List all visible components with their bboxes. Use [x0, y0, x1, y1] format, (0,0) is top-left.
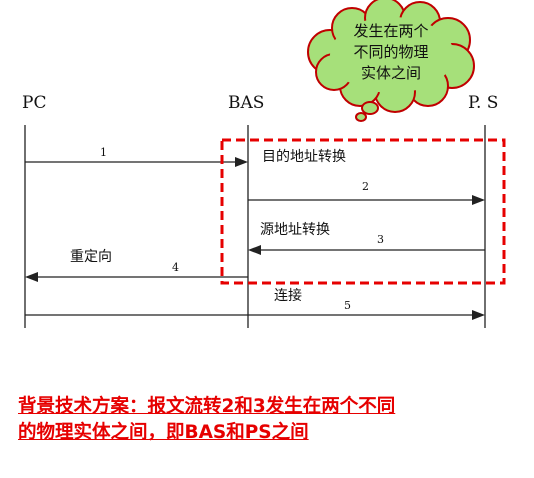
thought-cloud-body	[330, 17, 454, 93]
entity-label-ps: P. S	[468, 93, 498, 113]
message-number-4: 4	[172, 261, 179, 274]
arrowhead-4	[25, 272, 38, 282]
entity-label-bas: BAS	[228, 93, 264, 113]
callout-line-1: 发生在两个	[353, 22, 428, 40]
caption-line-2: 的物理实体之间，即BAS和PS之间	[18, 422, 309, 443]
message-number-1: 1	[100, 146, 107, 159]
arrowhead-3	[248, 245, 261, 255]
callout-line-2: 不同的物理	[353, 43, 428, 61]
thought-bubble-small	[355, 112, 367, 122]
thought-cloud-callout: 发生在两个 不同的物理 实体之间	[307, 0, 475, 122]
message-label-3: 源地址转换	[260, 221, 330, 238]
arrowhead-5	[472, 310, 485, 320]
message-label-5: 连接	[274, 287, 302, 304]
callout-line-3: 实体之间	[361, 64, 421, 82]
thought-bubble-medium	[361, 101, 379, 115]
message-label-2: 目的地址转换	[262, 148, 346, 165]
message-number-5: 5	[344, 299, 351, 312]
highlight-box	[220, 138, 506, 285]
message-number-3: 3	[377, 233, 384, 246]
arrowhead-1	[235, 157, 248, 167]
caption-line-1: 背景技术方案：报文流转2和3发生在两个不同	[18, 396, 396, 417]
entity-label-pc: PC	[22, 93, 46, 113]
caption: 背景技术方案：报文流转2和3发生在两个不同 的物理实体之间，即BAS和PS之间	[18, 394, 518, 446]
arrowhead-2	[472, 195, 485, 205]
message-number-2: 2	[362, 180, 369, 193]
message-label-4: 重定向	[70, 249, 112, 265]
